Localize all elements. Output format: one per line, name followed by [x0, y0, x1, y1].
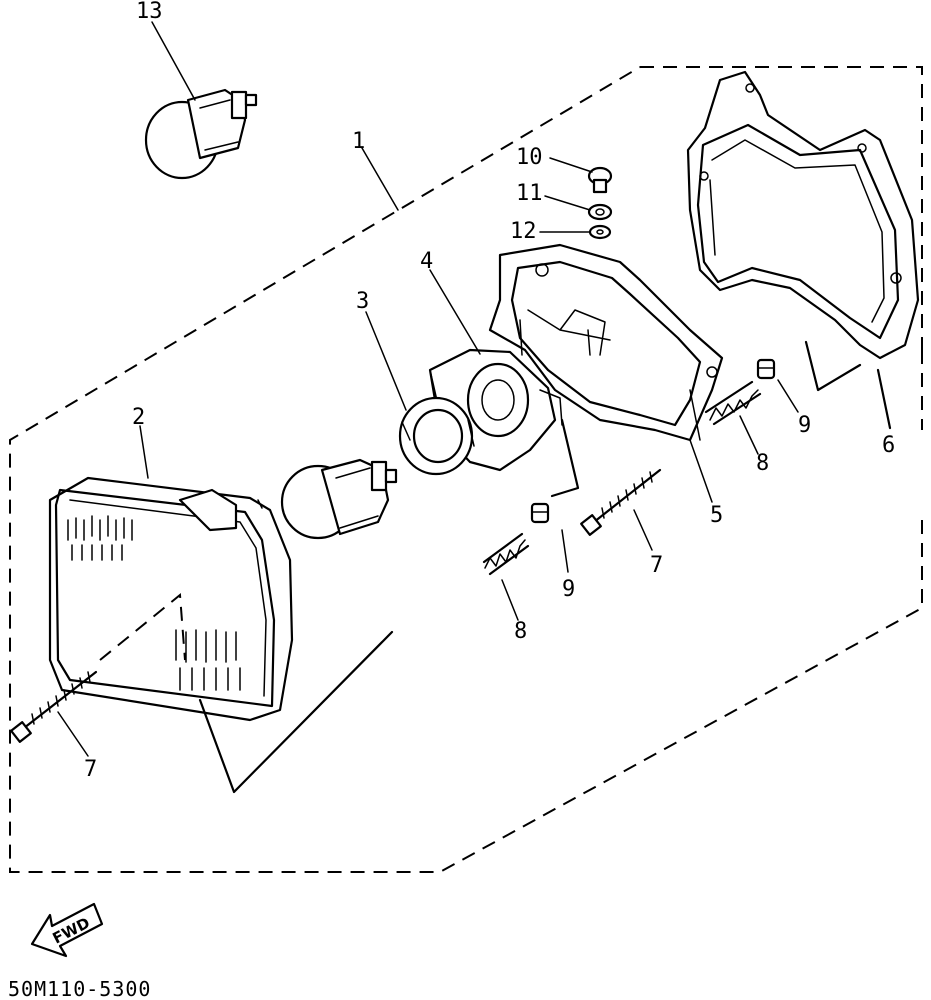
screw-7-left — [10, 670, 98, 743]
bulb-center — [280, 458, 398, 540]
lens-pattern — [67, 515, 241, 691]
screw-7-right — [580, 468, 662, 536]
callout-6: 6 — [882, 433, 895, 458]
callout-7-right: 7 — [650, 553, 663, 578]
callout-8-right: 8 — [756, 451, 769, 476]
callout-3: 3 — [356, 289, 369, 314]
assembly-boundary — [9, 66, 923, 873]
callout-5: 5 — [710, 503, 723, 528]
housing-5 — [488, 243, 724, 442]
callout-11: 11 — [516, 181, 543, 206]
sealed-beam-2 — [48, 476, 294, 722]
fwd-arrow: FWD — [30, 902, 104, 958]
screw-10 — [587, 166, 613, 194]
rim-6 — [686, 70, 920, 360]
callout-2: 2 — [132, 405, 145, 430]
nut-9-left — [530, 502, 550, 524]
washer-12 — [588, 224, 612, 240]
nut-9-right — [756, 358, 776, 380]
callout-labels: 13 1 10 11 12 4 3 2 9 9 6 8 8 5 7 7 — [84, 0, 895, 782]
callout-4: 4 — [420, 249, 433, 274]
spring-8-right — [704, 380, 762, 426]
leader-lines — [57, 21, 892, 794]
callout-13: 13 — [136, 0, 163, 24]
callout-9-left: 9 — [562, 577, 575, 602]
spring-8-left — [482, 532, 530, 576]
callout-1: 1 — [352, 129, 365, 154]
callout-10: 10 — [516, 145, 543, 170]
bulb-13 — [144, 88, 258, 180]
callout-7-left: 7 — [84, 757, 97, 782]
retaining-ring-3 — [398, 396, 475, 476]
catalog-code: 50M110-5300 — [8, 977, 151, 1000]
callout-12: 12 — [510, 219, 537, 244]
washer-11 — [587, 203, 613, 221]
callout-9-right: 9 — [798, 413, 811, 438]
callout-8-left: 8 — [514, 619, 527, 644]
